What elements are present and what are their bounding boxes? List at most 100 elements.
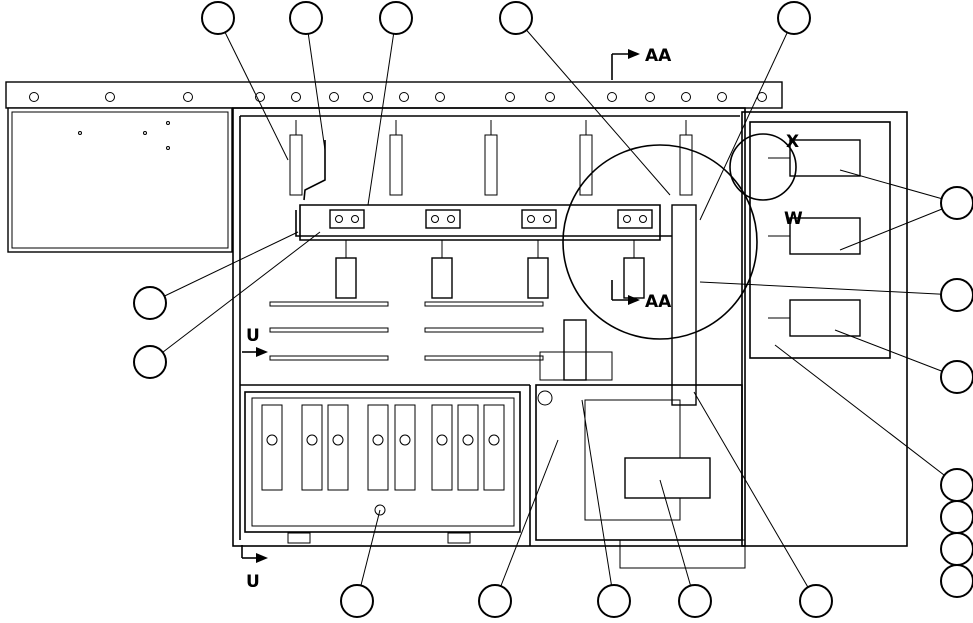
terminal-bracket bbox=[527, 257, 549, 299]
contactor bbox=[789, 139, 861, 177]
leader-line bbox=[693, 391, 817, 602]
leader-line bbox=[149, 231, 321, 363]
leader-line bbox=[494, 439, 559, 602]
terminal-block bbox=[483, 404, 505, 491]
callout-balloon bbox=[940, 500, 973, 534]
terminal-screw bbox=[488, 434, 500, 446]
mounting-hole bbox=[105, 92, 115, 102]
callout-balloon bbox=[478, 584, 512, 618]
mounting-hole bbox=[505, 92, 515, 102]
vertical-post bbox=[539, 204, 697, 406]
leader-lines bbox=[149, 17, 958, 602]
terminal-block bbox=[367, 404, 389, 491]
callout-balloons bbox=[133, 1, 973, 618]
leader-line bbox=[217, 17, 289, 161]
lower-left-module bbox=[244, 391, 521, 544]
leader-line bbox=[839, 202, 958, 251]
leader-line bbox=[581, 399, 615, 602]
callout-balloon bbox=[940, 468, 973, 502]
fuse-holder bbox=[484, 134, 498, 196]
terminal-screw bbox=[399, 434, 411, 446]
callout-balloon bbox=[940, 278, 973, 312]
leader-line bbox=[699, 281, 958, 296]
right-side-enclosure bbox=[741, 111, 908, 547]
vent-slot bbox=[269, 355, 389, 361]
callout-balloon bbox=[940, 186, 973, 220]
bolt bbox=[543, 215, 551, 223]
terminal-bracket bbox=[431, 257, 453, 299]
mounting-hole bbox=[183, 92, 193, 102]
terminal-screw bbox=[266, 434, 278, 446]
terminal-screw bbox=[372, 434, 384, 446]
left-door-panel bbox=[7, 107, 233, 253]
leader-line bbox=[839, 169, 958, 204]
section-marker-u-top: U bbox=[242, 326, 268, 357]
detail-label-w: W bbox=[784, 209, 803, 229]
mounting-hole bbox=[435, 92, 445, 102]
bolt bbox=[623, 215, 631, 223]
top-mounting-plate bbox=[5, 81, 783, 109]
terminal-bracket bbox=[335, 257, 357, 299]
vent-slot bbox=[269, 327, 389, 333]
detail-circles bbox=[562, 133, 797, 340]
leader-line bbox=[149, 231, 299, 304]
mounting-hole bbox=[29, 92, 39, 102]
callout-balloon bbox=[289, 1, 323, 35]
mounting-hole bbox=[645, 92, 655, 102]
bolt bbox=[639, 215, 647, 223]
vent-slot bbox=[424, 301, 544, 307]
terminal-block bbox=[394, 404, 416, 491]
leader-line bbox=[515, 17, 671, 196]
bolt bbox=[335, 215, 343, 223]
bolt bbox=[431, 215, 439, 223]
callout-balloon bbox=[379, 1, 413, 35]
fuse-holder bbox=[389, 134, 403, 196]
bolt bbox=[447, 215, 455, 223]
callout-balloon bbox=[597, 584, 631, 618]
fuse-holder bbox=[679, 134, 693, 196]
leader-line bbox=[659, 479, 696, 602]
vent-slot bbox=[269, 301, 389, 307]
callout-balloon bbox=[940, 532, 973, 566]
section-marker-aa-top: AA bbox=[611, 46, 672, 80]
fuse-holder bbox=[579, 134, 593, 196]
callout-balloon bbox=[799, 584, 833, 618]
vent-slot bbox=[424, 327, 544, 333]
terminal-block bbox=[261, 404, 283, 491]
section-label-u-bottom: U bbox=[246, 572, 260, 592]
terminal-block bbox=[431, 404, 453, 491]
leader-line bbox=[699, 17, 795, 221]
terminal-screw bbox=[462, 434, 474, 446]
mounting-hole bbox=[545, 92, 555, 102]
detail-label-x: X bbox=[786, 132, 799, 152]
callout-balloon bbox=[340, 584, 374, 618]
terminal-screw bbox=[306, 434, 318, 446]
callout-balloon bbox=[940, 564, 973, 598]
mounting-hole bbox=[681, 92, 691, 102]
mounting-hole bbox=[291, 92, 301, 102]
callout-balloon bbox=[678, 584, 712, 618]
mounting-hole bbox=[717, 92, 727, 102]
callout-balloon bbox=[133, 286, 167, 320]
section-marker-aa-mid: AA bbox=[611, 280, 672, 312]
callout-balloon bbox=[777, 1, 811, 35]
fuse-holder bbox=[289, 134, 303, 196]
contactor bbox=[789, 299, 861, 337]
section-label-aa-top: AA bbox=[645, 46, 672, 66]
ventilation-slots bbox=[269, 301, 544, 361]
terminal-bracket bbox=[623, 257, 645, 299]
leader-line bbox=[305, 17, 326, 151]
leader-line bbox=[774, 344, 958, 486]
mounting-hole bbox=[363, 92, 373, 102]
busbar-clamp bbox=[617, 209, 653, 229]
section-label-u-top: U bbox=[246, 326, 260, 346]
callout-balloon bbox=[133, 345, 167, 379]
busbar-assembly bbox=[289, 120, 693, 299]
busbar-clamp bbox=[329, 209, 365, 229]
mounting-hole bbox=[329, 92, 339, 102]
cabinet-frame bbox=[232, 107, 746, 547]
callout-balloon bbox=[201, 1, 235, 35]
terminal-block bbox=[327, 404, 349, 491]
